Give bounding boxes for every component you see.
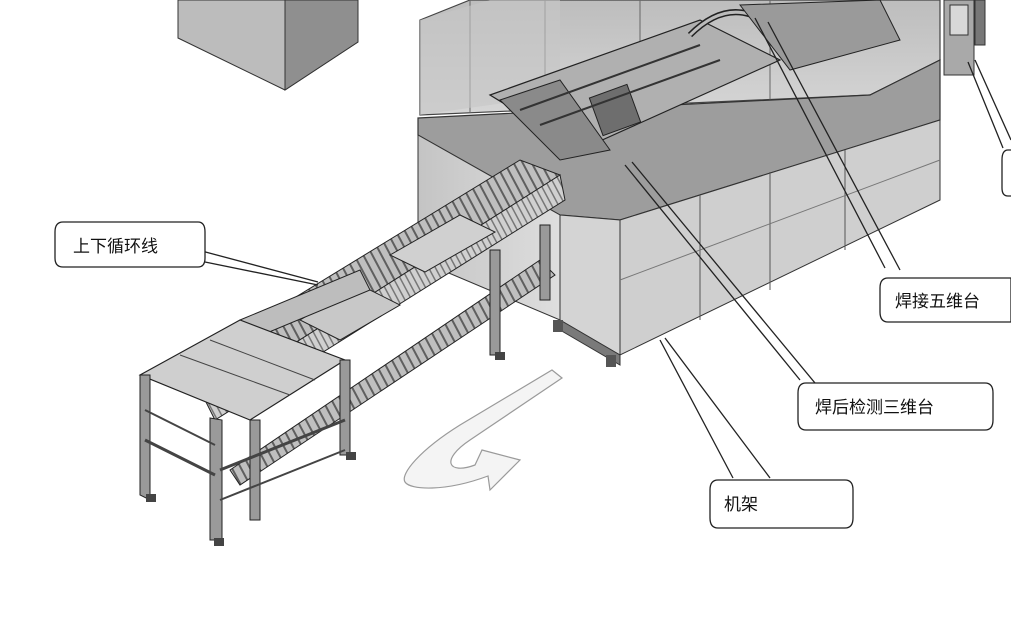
callout-frame: 机架 [709,479,854,529]
control-panel [943,0,986,76]
callout-label-post-weld-inspect: 焊后检测三维台 [815,398,934,418]
callout-weld-five-axis: 焊接五维台 [879,277,1011,323]
leader-lines [197,17,1011,479]
loop-conveyor [138,159,566,546]
callout-label-loop-line: 上下循环线 [73,237,158,257]
callout-partial-right [1001,149,1011,197]
callout-post-weld-inspect: 焊后检测三维台 [797,382,994,431]
callout-label-frame: 机架 [724,495,758,515]
callout-label-weld-five-axis: 焊接五维台 [895,292,980,312]
cabinet-box [177,0,359,91]
flow-arrow-icon [403,369,564,492]
weld-five-axis-stage [488,0,901,161]
callout-loop-line: 上下循环线 [54,221,206,268]
